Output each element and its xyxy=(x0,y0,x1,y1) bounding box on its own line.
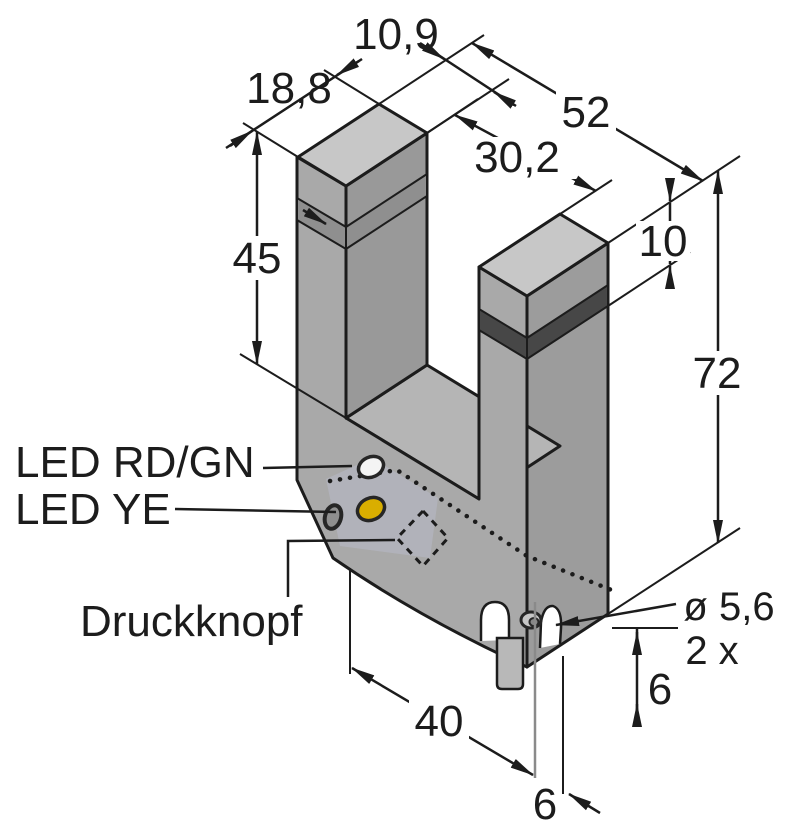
dim-arm-thickness-text: 10,9 xyxy=(353,10,439,59)
dimension-overall-height: 72 xyxy=(687,170,747,544)
sensor-body xyxy=(295,102,617,691)
dimension-hole-height: 6 xyxy=(632,628,672,727)
dim-slot-depth-text: 45 xyxy=(233,234,282,283)
dim-overall-height-text: 72 xyxy=(693,349,742,398)
dim-hole-height-text: 6 xyxy=(648,665,672,714)
callout-led-rd-gn: LED RD/GN xyxy=(15,438,353,487)
dimension-slot-depth: 45 xyxy=(228,131,286,365)
dimension-hole-spacing: 40 xyxy=(351,666,534,777)
dimension-housing-depth: 18,8 xyxy=(225,57,363,150)
pushbutton-label: Druckknopf xyxy=(80,597,303,646)
dim-hole-diameter-text: ø 5,6 xyxy=(683,585,774,629)
dimension-hole-diameter: ø 5,6 2 x xyxy=(555,585,775,673)
dimension-arm-thickness: 10,9 xyxy=(353,10,517,109)
beam-direction-arrow-icon xyxy=(302,207,327,226)
led-rd-gn-icon xyxy=(356,454,386,480)
mounting-notch-side xyxy=(538,604,563,649)
dimension-slot-width: 30,2 xyxy=(454,113,597,193)
dimension-cable-offset: 6 xyxy=(533,780,601,829)
dim-housing-depth-text: 18,8 xyxy=(246,64,332,113)
led-ye-icon xyxy=(355,495,387,523)
callout-pushbutton: Druckknopf xyxy=(80,538,396,646)
cable-pin xyxy=(495,636,525,691)
dim-slot-width-text: 30,2 xyxy=(474,133,560,182)
dim-cable-offset-text: 6 xyxy=(533,780,557,829)
dotted-trim-line xyxy=(327,467,617,594)
led-ye-label: LED YE xyxy=(15,485,171,534)
mounting-notch-front xyxy=(479,600,511,641)
dimension-window-offset: 10 xyxy=(636,178,690,289)
dim-hole-count-text: 2 x xyxy=(685,629,738,673)
dim-overall-width-text: 52 xyxy=(562,88,611,137)
led-rd-gn-label: LED RD/GN xyxy=(15,438,255,487)
callout-led-ye: LED YE xyxy=(15,485,337,534)
dim-hole-spacing-text: 40 xyxy=(415,697,464,746)
dim-window-offset-text: 10 xyxy=(639,217,688,266)
